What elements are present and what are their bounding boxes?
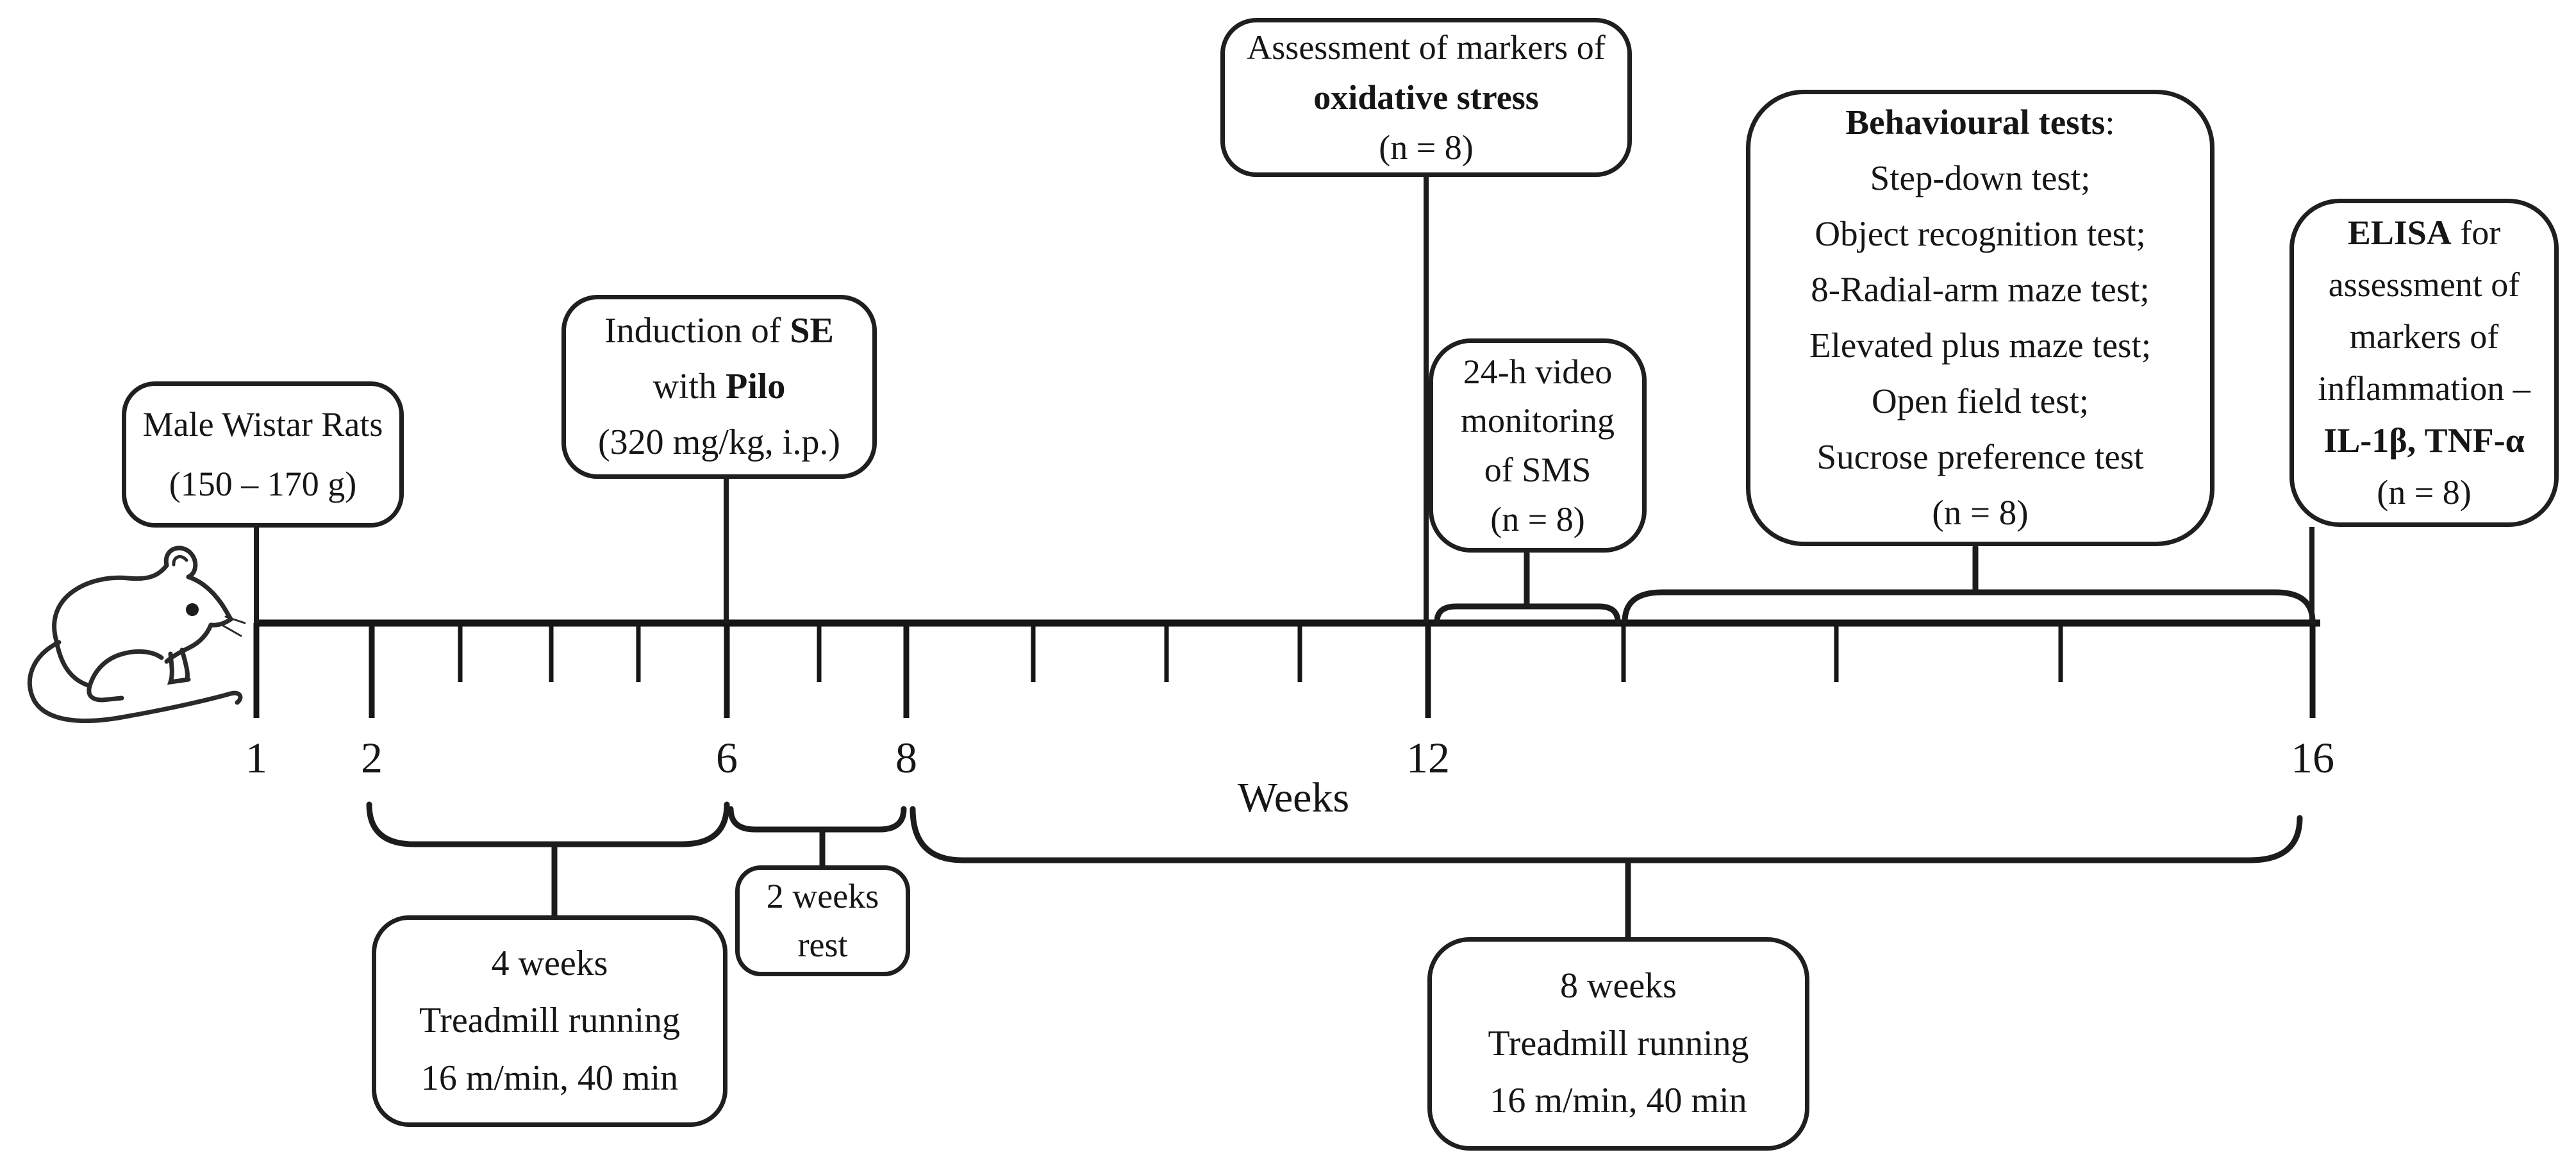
- box-line: Behavioural tests:: [1845, 103, 2115, 142]
- box-line: 8 weeks: [1560, 966, 1677, 1006]
- box-line: with Pilo: [652, 367, 786, 407]
- rat-snout: [186, 574, 234, 628]
- box-line: (n = 8): [1379, 128, 1474, 167]
- box-line: Treadmill running: [419, 1001, 681, 1041]
- box-line: Assessment of markers of: [1247, 28, 1606, 67]
- box-line: (320 mg/kg, i.p.): [598, 422, 840, 462]
- rat-front-legs: [167, 647, 191, 685]
- week-label-8: 8: [895, 733, 917, 782]
- box-line: 16 m/min, 40 min: [1490, 1081, 1747, 1121]
- box-line: Open field test;: [1871, 381, 2090, 421]
- rat-hind-foot: [87, 683, 124, 703]
- box-line: (150 – 170 g): [169, 465, 357, 504]
- box-line: Step-down test;: [1870, 158, 2091, 198]
- box-line: Treadmill running: [1488, 1023, 1749, 1063]
- box-line: Sucrose preference test: [1816, 437, 2144, 476]
- rat-ear-inner: [172, 554, 188, 567]
- box-line: assessment of: [2328, 265, 2520, 304]
- box-line: markers of: [2349, 317, 2499, 356]
- box-line: 16 m/min, 40 min: [420, 1058, 679, 1098]
- rat-tail: [27, 640, 243, 724]
- box-line: Elevated plus maze test;: [1809, 326, 2151, 365]
- week-label-6: 6: [716, 733, 738, 782]
- box-line: rest: [797, 925, 848, 964]
- video-monitoring-box: 24-h video monitoring of SMS (n = 8): [1429, 338, 1647, 553]
- week-label-1: 1: [245, 733, 267, 782]
- box-line: IL-1β, TNF-α: [2323, 421, 2525, 460]
- box-line: 4 weeks: [491, 943, 608, 983]
- brace-4-weeks-treadmill: [366, 801, 730, 920]
- box-line: Male Wistar Rats: [142, 405, 383, 444]
- behavioural-tests-box: Behavioural tests: Step-down test; Object …: [1746, 90, 2215, 546]
- rat-hind-body: [54, 638, 164, 688]
- elisa-box: ELISA for assessment of markers of inflamma…: [2289, 199, 2559, 527]
- box-line: inflammation –: [2318, 369, 2530, 408]
- weeks-axis-label: Weeks: [1237, 774, 1350, 821]
- box-connectors: [254, 177, 2314, 623]
- box-line: (n = 8): [2377, 473, 2472, 512]
- rat-whiskers: [222, 615, 246, 637]
- male-wistar-rats-box: Male Wistar Rats (150 – 170 g): [122, 381, 404, 528]
- brace-video-monitoring: [1434, 551, 1621, 625]
- brace-behavioural-tests: [1622, 544, 2316, 625]
- box-line: (n = 8): [1490, 499, 1585, 538]
- brace-8-weeks-treadmill: [910, 806, 2303, 942]
- brace-2-weeks-rest: [727, 806, 907, 870]
- induction-of-se-box: Induction of SE with Pilo (320 mg/kg, i.p.…: [561, 295, 877, 479]
- rest-2-weeks-box: 2 weeks rest: [735, 865, 910, 976]
- box-line: Object recognition test;: [1815, 214, 2146, 254]
- box-line: Induction of SE: [604, 311, 834, 351]
- rat-eye: [186, 603, 199, 616]
- week-label-2: 2: [361, 733, 383, 782]
- box-line: of SMS: [1484, 451, 1591, 489]
- box-line: oxidative stress: [1313, 78, 1539, 117]
- rat-ear-outer: [163, 546, 198, 579]
- box-line: 24-h video: [1463, 352, 1613, 391]
- week-ticks: [253, 623, 2316, 718]
- box-line: monitoring: [1461, 401, 1615, 440]
- rat-back: [52, 563, 169, 644]
- week-label-16: 16: [2291, 733, 2334, 782]
- oxidative-stress-box: Assessment of markers of oxidative stress…: [1220, 18, 1632, 177]
- box-line: 8-Radial-arm maze test;: [1811, 270, 2150, 310]
- rat-jaw: [164, 622, 213, 664]
- week-label-12: 12: [1406, 733, 1450, 782]
- box-line: ELISA for: [2347, 213, 2501, 252]
- box-line: 2 weeks: [766, 876, 879, 915]
- rat-illustration: [27, 546, 246, 724]
- box-line: (n = 8): [1932, 492, 2029, 532]
